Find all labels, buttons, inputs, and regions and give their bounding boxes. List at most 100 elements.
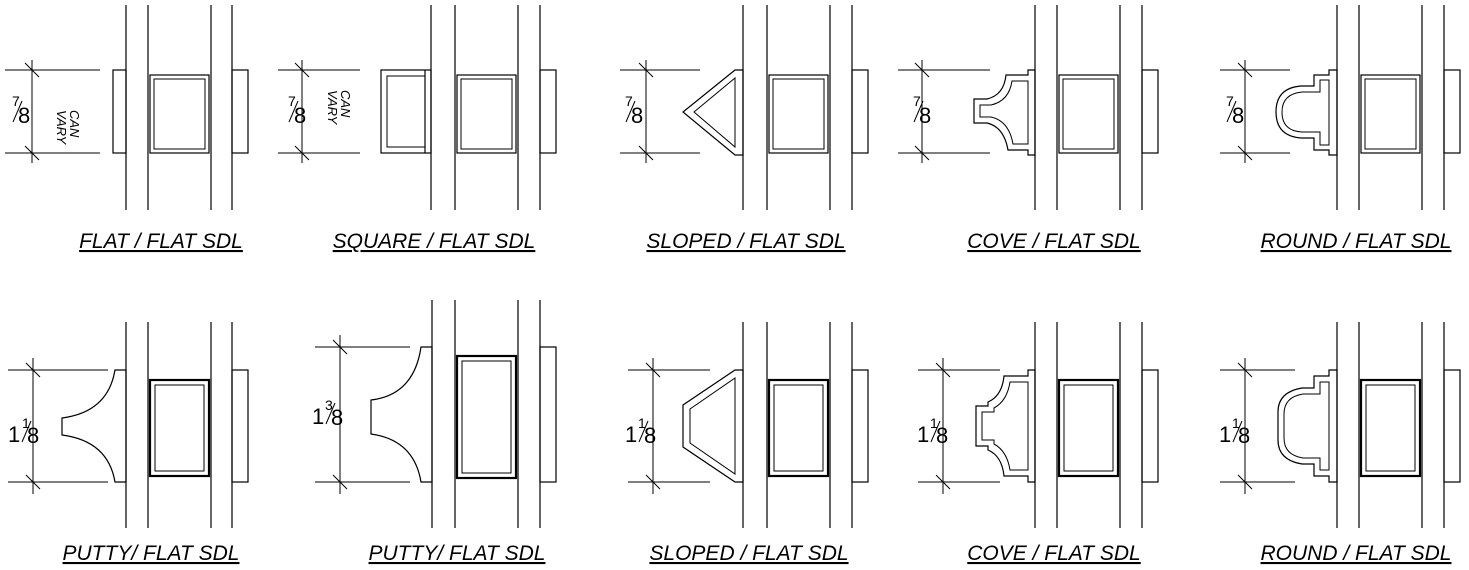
dimension-line	[315, 335, 410, 494]
wall-lines	[742, 322, 853, 528]
caption: PUTTY/ FLAT SDL	[63, 542, 240, 565]
dim-numerator: 1	[22, 415, 30, 431]
glass-spacer	[1359, 378, 1422, 478]
dim-denominator: 8	[27, 423, 39, 448]
caption: SLOPED / FLAT SDL	[646, 230, 845, 253]
putty-icon	[370, 346, 433, 483]
dimension-line	[898, 60, 990, 163]
dimension-line	[1220, 60, 1290, 163]
glass-spacer	[1360, 74, 1421, 154]
caption: SQUARE / FLAT SDL	[333, 230, 536, 253]
dim-whole: 1	[8, 422, 20, 447]
detail-round-10: 1 1 8 ROUND / FLAT SDL	[1219, 322, 1461, 565]
wall-lines	[125, 322, 233, 528]
dimension-line	[278, 60, 360, 163]
detail-putty-7: 1 3 8 PUTTY/ FLAT SDL	[312, 300, 557, 565]
dim-numerator: 7	[913, 93, 921, 109]
dim-denominator: 8	[1232, 103, 1244, 128]
dimension-line	[628, 358, 710, 494]
wall-lines	[1336, 322, 1445, 528]
glass-spacer	[456, 74, 517, 154]
glass-spacer	[455, 354, 518, 480]
dim-denominator: 8	[331, 405, 343, 430]
exterior-bar	[231, 369, 249, 483]
dimension-line	[918, 358, 1000, 494]
dim-denominator: 8	[631, 103, 643, 128]
dim-denominator: 8	[294, 103, 306, 128]
dim-whole: 1	[625, 422, 637, 447]
caption: ROUND / FLAT SDL	[1261, 542, 1452, 565]
exterior-bar	[1141, 369, 1159, 483]
exterior-bar	[539, 69, 557, 154]
exterior-bar	[1141, 69, 1159, 154]
exterior-bar	[231, 69, 249, 154]
note-line-2: VARY	[54, 110, 69, 146]
dimension-line	[1220, 358, 1295, 494]
dimension-line	[620, 60, 700, 163]
caption: COVE / FLAT SDL	[967, 230, 1141, 253]
cove-icon	[975, 369, 1036, 483]
round-icon	[1277, 369, 1338, 483]
glass-spacer	[149, 74, 210, 154]
wall-lines	[125, 5, 233, 210]
caption: COVE / FLAT SDL	[967, 542, 1141, 565]
exterior-bar	[1443, 69, 1461, 154]
dimension-line	[8, 358, 108, 494]
glass-spacer	[767, 378, 830, 478]
caption: SLOPED / FLAT SDL	[649, 542, 848, 565]
exterior-bar	[539, 346, 557, 483]
dim-numerator: 1	[930, 415, 938, 431]
detail-putty-6: 1 1 8 PUTTY/ FLAT SDL	[8, 322, 249, 565]
detail-sloped-3: 7 8 SLOPED / FLAT SDL	[620, 5, 869, 253]
dim-numerator: 7	[288, 93, 296, 109]
dim-numerator: 1	[1232, 415, 1240, 431]
dim-denominator: 8	[18, 103, 30, 128]
cove-icon	[973, 69, 1036, 156]
glass-spacer	[1058, 74, 1119, 154]
exterior-bar	[851, 69, 869, 154]
dimension-line	[5, 60, 100, 163]
flat-icon	[112, 69, 127, 154]
dim-denominator: 8	[1238, 423, 1250, 448]
square-icon	[380, 69, 432, 154]
sloped-icon	[682, 369, 744, 483]
exterior-bar	[851, 369, 869, 483]
putty-icon	[61, 369, 127, 483]
detail-square-2: 7 8 CAN VARY SQUARE / FLAT SDL	[278, 5, 557, 253]
note-line-1: CAN	[338, 90, 353, 118]
exterior-bar	[1443, 369, 1461, 483]
dim-numerator: 1	[638, 415, 646, 431]
wall-lines	[430, 5, 541, 210]
detail-cove-4: 7 8 COVE / FLAT SDL	[898, 5, 1159, 253]
glass-spacer	[148, 378, 211, 478]
detail-sloped-8: 1 1 8 SLOPED / FLAT SDL	[625, 322, 869, 565]
caption: FLAT / FLAT SDL	[79, 230, 243, 253]
dim-denominator: 8	[936, 423, 948, 448]
note-line-1: CAN	[67, 110, 82, 138]
note-line-2: VARY	[325, 90, 340, 126]
wall-lines	[1034, 322, 1143, 528]
wall-lines	[1034, 5, 1143, 210]
glass-spacer	[1057, 378, 1120, 478]
sloped-icon	[682, 69, 744, 156]
detail-flat-1: 7 8 CAN VARY FLAT / FLAT SDL	[5, 5, 249, 253]
dim-whole: 1	[312, 404, 324, 429]
wall-lines	[431, 300, 541, 528]
dim-numerator: 3	[325, 397, 333, 413]
dim-denominator: 8	[919, 103, 931, 128]
wall-lines	[742, 5, 853, 210]
dim-whole: 1	[917, 422, 929, 447]
dim-denominator: 8	[644, 423, 656, 448]
dim-numerator: 7	[625, 93, 633, 109]
detail-cove-9: 1 1 8 COVE / FLAT SDL	[917, 322, 1159, 565]
detail-round-5: 7 8 ROUND / FLAT SDL	[1220, 5, 1461, 253]
caption: ROUND / FLAT SDL	[1261, 230, 1452, 253]
dim-numerator: 7	[12, 93, 20, 109]
wall-lines	[1336, 5, 1445, 210]
caption: PUTTY/ FLAT SDL	[369, 542, 546, 565]
dim-whole: 1	[1219, 422, 1231, 447]
round-icon	[1275, 69, 1338, 156]
dim-numerator: 7	[1226, 93, 1234, 109]
glass-spacer	[768, 74, 829, 154]
